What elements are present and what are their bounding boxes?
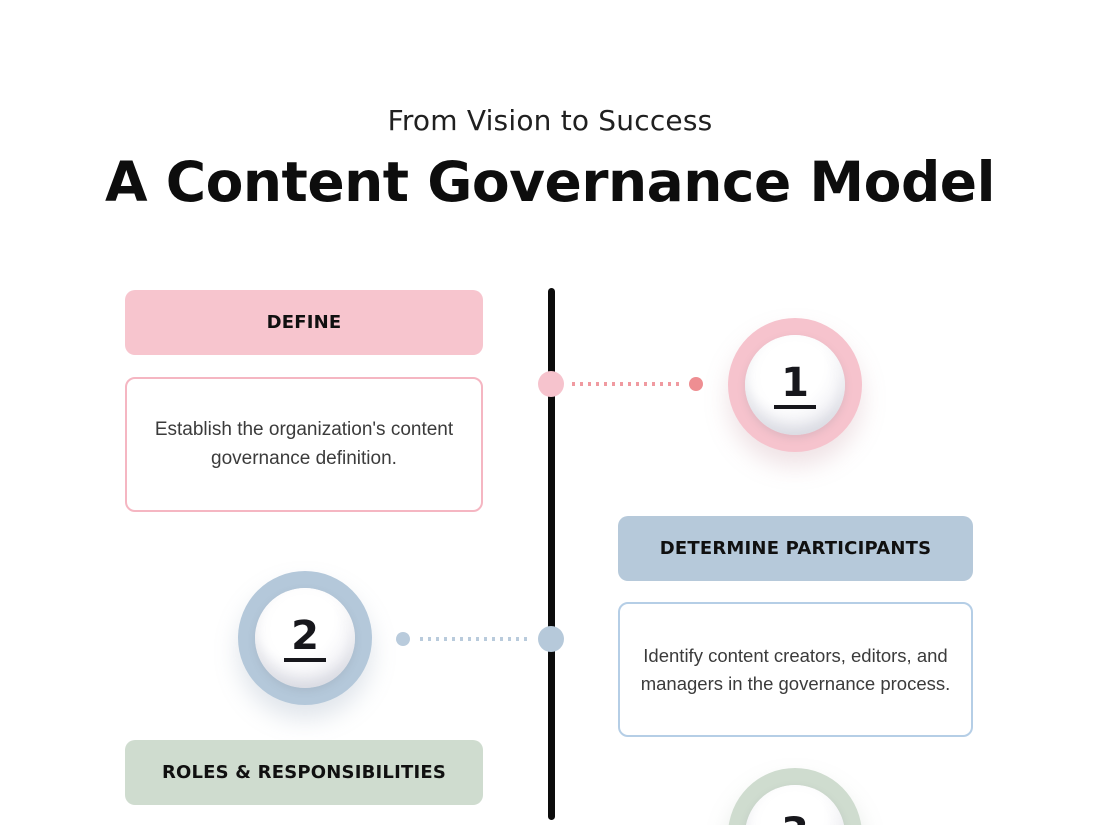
step3-number-badge-inner: 3 (745, 785, 845, 825)
step1-description: Establish the organization's content gov… (154, 419, 454, 469)
step2-number-badge-inner: 2 (255, 588, 355, 688)
page-title: A Content Governance Model (105, 150, 995, 214)
step1-number-badge: 1 (728, 318, 862, 452)
step1-label: DEFINE (266, 312, 342, 333)
step2-number-badge: 2 (238, 571, 372, 705)
step2-description-box: Identify content creators, editors, and … (618, 602, 973, 737)
step2-label: DETERMINE PARTICIPANTS (659, 538, 932, 559)
step1-number: 1 (774, 362, 816, 409)
step1-connector-end-dot (689, 377, 703, 391)
step3-number-badge: 3 (728, 768, 862, 825)
step3-number: 3 (774, 812, 816, 825)
step2-description: Identify content creators, editors, and … (640, 644, 951, 694)
step2-timeline-node-dot (538, 626, 564, 652)
step1-label-box: DEFINE (125, 290, 483, 355)
step2-label-box: DETERMINE PARTICIPANTS (618, 516, 973, 581)
step2-number: 2 (284, 615, 326, 662)
step1-number-badge-inner: 1 (745, 335, 845, 435)
step1-description-box: Establish the organization's content gov… (125, 377, 483, 512)
step2-connector-end-dot (396, 632, 410, 646)
step1-connector-dotted-line (572, 382, 684, 386)
page-subtitle: From Vision to Success (387, 104, 713, 137)
timeline-line (548, 288, 555, 820)
step1-timeline-node-dot (538, 371, 564, 397)
step3-label: ROLES & RESPONSIBILITIES (161, 762, 447, 783)
step2-connector-dotted-line (420, 637, 532, 641)
step3-label-box: ROLES & RESPONSIBILITIES (125, 740, 483, 805)
